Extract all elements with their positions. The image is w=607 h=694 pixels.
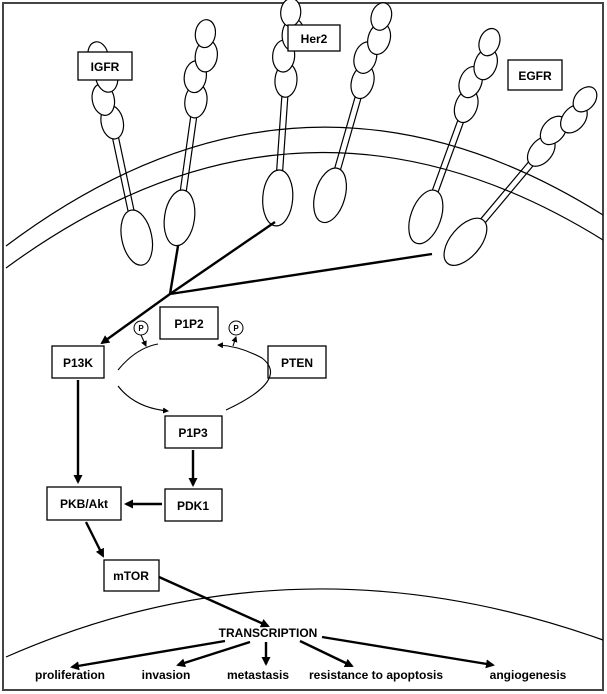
arrow-to-angiogenesis bbox=[321, 635, 495, 669]
svg-text:P1P3: P1P3 bbox=[178, 426, 208, 440]
transcription-label: TRANSCRIPTION bbox=[219, 626, 318, 640]
her2-signal-line bbox=[169, 221, 276, 295]
phosphate-marker-right: P bbox=[228, 320, 244, 336]
her2-label: Her2 bbox=[287, 24, 341, 52]
igfr-receptor-right bbox=[160, 17, 223, 249]
igfr-signal-line bbox=[168, 245, 180, 295]
egfr-signal-line bbox=[169, 252, 433, 296]
svg-text:PTEN: PTEN bbox=[281, 356, 313, 370]
arrow-pkb-to-mtor bbox=[84, 521, 105, 558]
arrow-mtor-to-transcription bbox=[158, 575, 270, 628]
svg-text:mTOR: mTOR bbox=[113, 569, 149, 583]
egfr-label: EGFR bbox=[507, 59, 563, 91]
cycle-arrow-to-p1p3 bbox=[117, 385, 169, 414]
p13k-node: P13K bbox=[51, 345, 105, 379]
arrow-to-invasion bbox=[176, 640, 251, 668]
svg-text:PDK1: PDK1 bbox=[177, 499, 209, 513]
igfr-label: IGFR bbox=[77, 51, 133, 81]
phosphate-left-arrow bbox=[140, 334, 147, 347]
svg-text:IGFR: IGFR bbox=[91, 60, 120, 74]
arrow-to-proliferation bbox=[70, 639, 226, 671]
outcome-resistance-to-apoptosis: resistance to apoptosis bbox=[309, 668, 443, 682]
pdk1-node: PDK1 bbox=[164, 488, 223, 522]
svg-text:EGFR: EGFR bbox=[518, 69, 552, 83]
svg-text:P: P bbox=[138, 324, 144, 333]
pkb-akt-node: PKB/Akt bbox=[46, 486, 122, 521]
outcome-invasion: invasion bbox=[142, 668, 191, 682]
mtor-node: mTOR bbox=[103, 559, 160, 592]
cycle-arrow-pten bbox=[217, 342, 272, 411]
outcome-angiogenesis: angiogenesis bbox=[490, 668, 567, 682]
arrow-to-p13k bbox=[100, 293, 171, 345]
outcome-proliferation: proliferation bbox=[35, 668, 105, 682]
svg-text:P1P2: P1P2 bbox=[174, 317, 204, 331]
svg-text:P: P bbox=[233, 324, 239, 333]
svg-text:P13K: P13K bbox=[63, 356, 93, 370]
cell-membrane-inner bbox=[5, 152, 604, 269]
p1p2-node: P1P2 bbox=[159, 306, 219, 340]
pten-node: PTEN bbox=[267, 345, 327, 379]
cell-membrane-outer bbox=[5, 126, 604, 247]
p1p3-node: P1P3 bbox=[164, 415, 223, 449]
svg-text:Her2: Her2 bbox=[301, 32, 328, 46]
nucleus-membrane bbox=[5, 588, 604, 658]
phosphate-marker-left: P bbox=[133, 320, 149, 336]
arrow-to-resistance bbox=[299, 639, 354, 668]
phosphate-right-arrow bbox=[231, 336, 238, 347]
outcome-metastasis: metastasis bbox=[227, 668, 289, 682]
svg-text:PKB/Akt: PKB/Akt bbox=[60, 497, 108, 511]
cycle-arrow-p13k bbox=[117, 343, 159, 371]
